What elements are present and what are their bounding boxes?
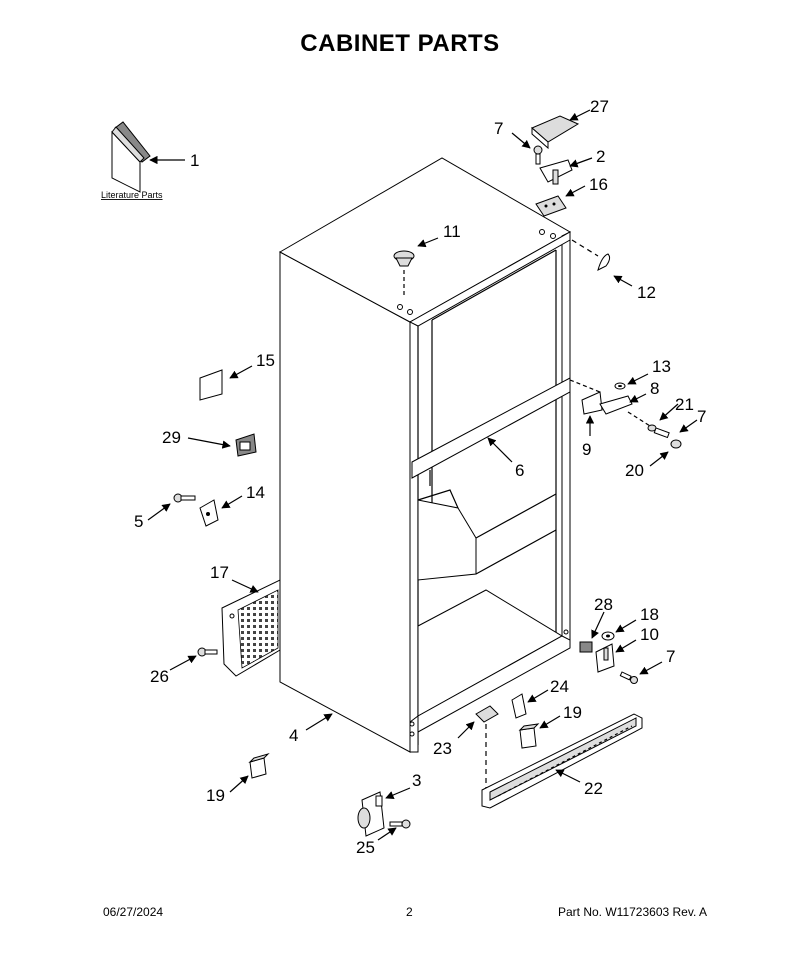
mullion-bar xyxy=(411,377,571,479)
callout-22: 22 xyxy=(584,779,603,798)
top-hinge-icon xyxy=(539,159,573,185)
spacer-icon xyxy=(518,723,540,749)
callout-1: 1 xyxy=(190,151,199,170)
callout-19-bottom: 19 xyxy=(206,786,225,805)
footer-page-number: 2 xyxy=(406,905,413,919)
callout-10: 10 xyxy=(640,625,659,644)
callout-15: 15 xyxy=(256,351,275,370)
callout-26: 26 xyxy=(150,667,169,686)
callout-21: 21 xyxy=(675,395,694,414)
pad-icon xyxy=(475,705,499,723)
callout-20: 20 xyxy=(625,461,644,480)
hinge-shim-icon xyxy=(535,195,567,217)
callout-14: 14 xyxy=(246,483,265,502)
bolt-icon xyxy=(389,819,411,829)
hinge-plug-icon xyxy=(597,253,611,271)
washer-icon xyxy=(614,382,626,390)
literature-parts-label: Literature Parts xyxy=(101,190,163,200)
bracket-icon xyxy=(199,369,223,401)
grille-clip-icon xyxy=(511,693,527,719)
callout-11: 11 xyxy=(443,222,461,241)
callout-4: 4 xyxy=(289,726,298,745)
callout-6: 6 xyxy=(515,461,524,480)
hinge-block-icon xyxy=(579,641,593,653)
footer-part-number: Part No. W11723603 Rev. A xyxy=(558,905,707,919)
toe-grille-icon xyxy=(481,713,643,809)
callout-29: 29 xyxy=(162,428,181,447)
callout-27: 27 xyxy=(590,97,609,116)
bolt-icon xyxy=(173,493,196,503)
screw-icon xyxy=(197,647,218,657)
center-hinge-icon xyxy=(581,391,633,415)
callout-25: 25 xyxy=(356,838,375,857)
cabinet-body xyxy=(278,157,572,753)
rear-access-cover-icon xyxy=(221,579,281,677)
bumper-icon xyxy=(393,250,415,267)
callout-13: 13 xyxy=(652,357,671,376)
callout-5: 5 xyxy=(134,512,143,531)
callout-7-top: 7 xyxy=(494,119,503,138)
hinge-cover-icon xyxy=(531,115,580,150)
clip-icon xyxy=(235,433,257,457)
bolt-icon xyxy=(647,424,682,449)
callout-7-mid: 7 xyxy=(697,407,706,426)
callout-17: 17 xyxy=(210,563,229,582)
leveling-leg-icon xyxy=(357,791,385,837)
callout-23: 23 xyxy=(433,739,452,758)
callout-18: 18 xyxy=(640,605,659,624)
callout-7-bottom: 7 xyxy=(666,647,675,666)
callout-16: 16 xyxy=(589,175,608,194)
page-title: CABINET PARTS xyxy=(300,30,500,57)
callout-3: 3 xyxy=(412,771,421,790)
callout-12: 12 xyxy=(637,283,656,302)
callout-9: 9 xyxy=(582,440,591,459)
callout-24: 24 xyxy=(550,677,569,696)
callout-2: 2 xyxy=(596,147,605,166)
screw-icon xyxy=(619,671,638,684)
leveling-bracket-icon xyxy=(199,499,219,527)
literature-parts-icon xyxy=(111,121,151,193)
spacer-icon xyxy=(248,752,270,779)
callout-19-mid: 19 xyxy=(563,703,582,722)
washer-icon xyxy=(601,631,615,641)
screw-icon xyxy=(533,145,543,165)
callout-28: 28 xyxy=(594,595,613,614)
bottom-hinge-icon xyxy=(595,643,615,673)
footer-date: 06/27/2024 xyxy=(103,905,164,919)
callout-8: 8 xyxy=(650,379,659,398)
